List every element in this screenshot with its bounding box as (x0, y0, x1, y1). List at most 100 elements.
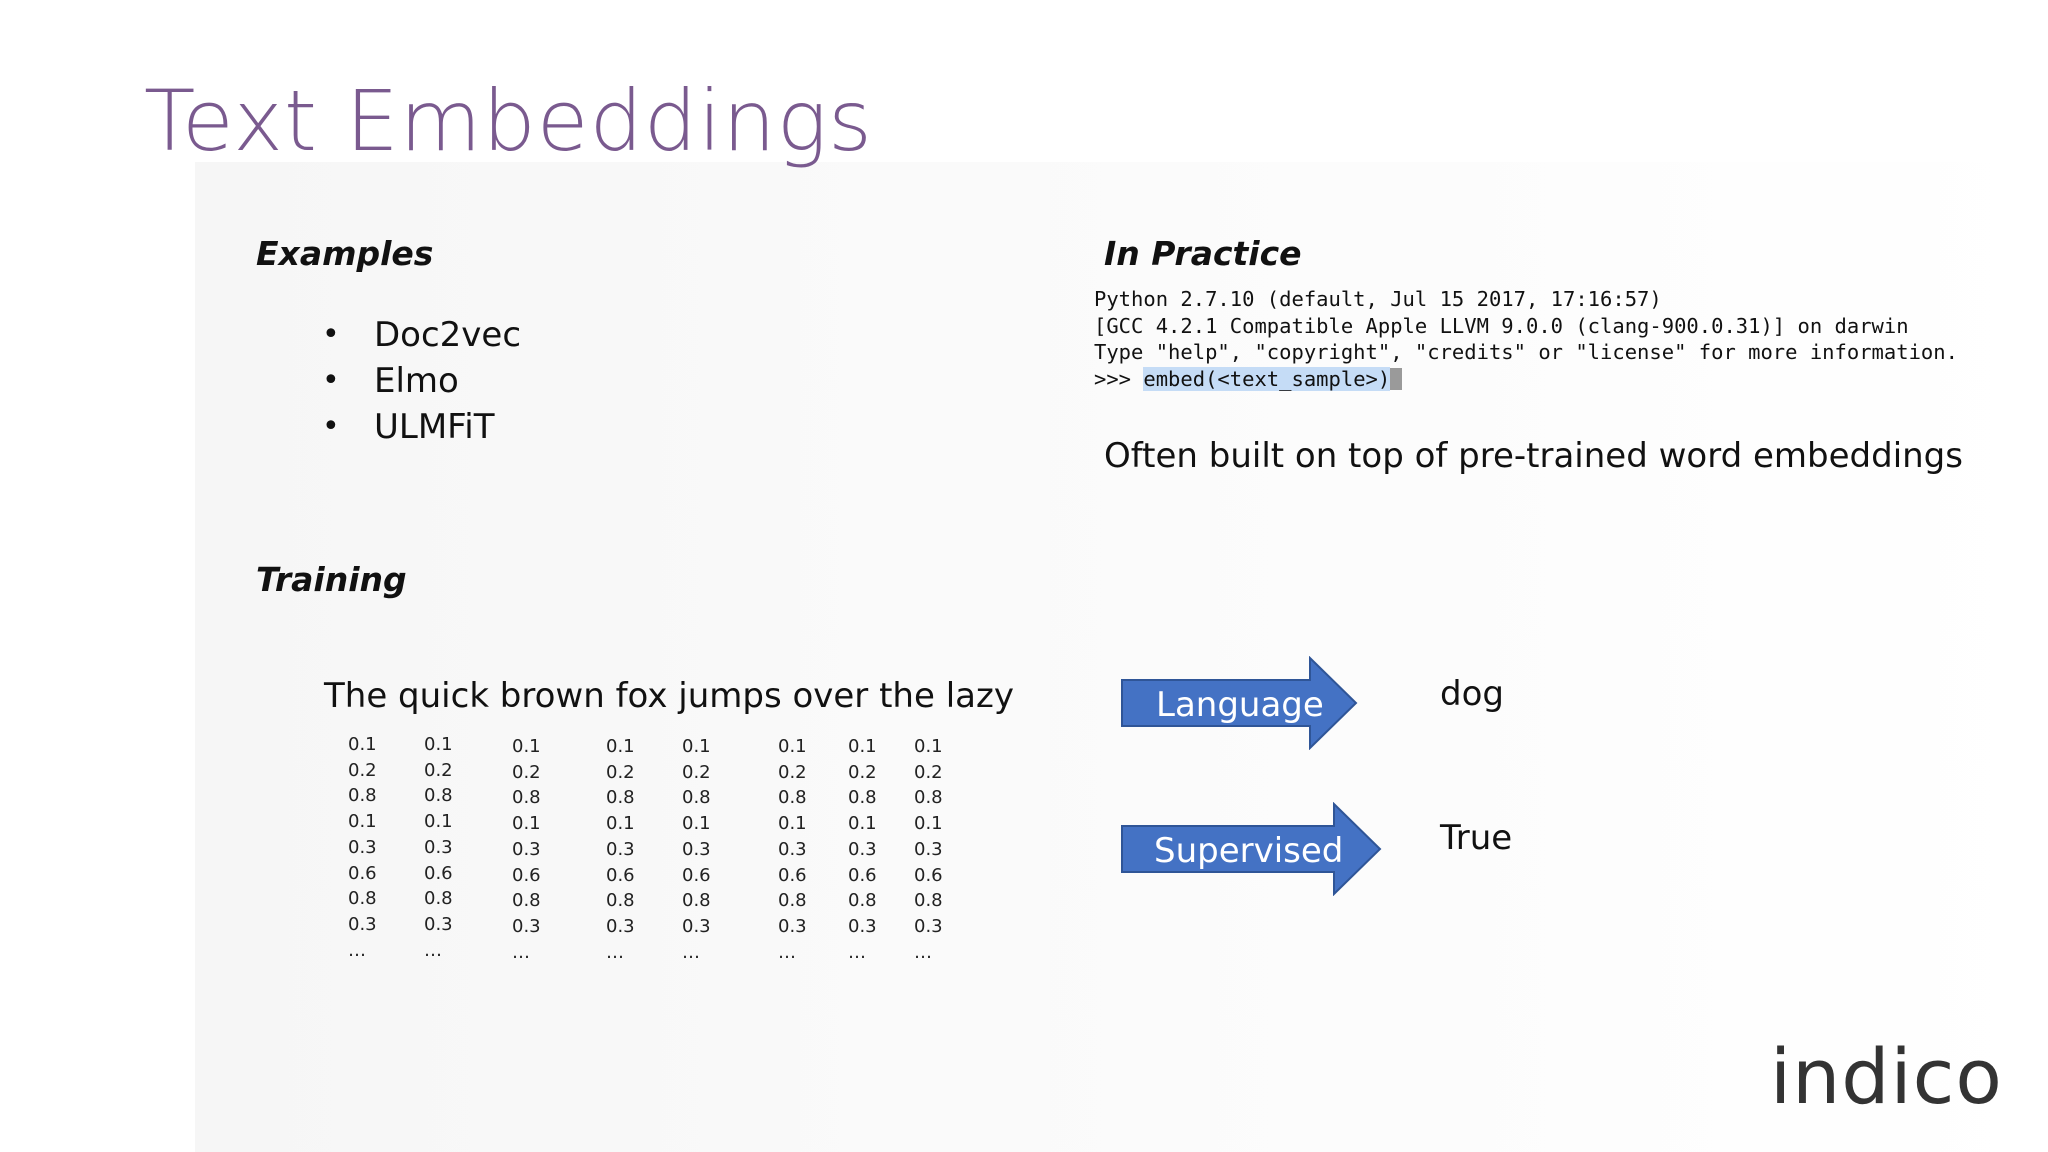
vector-value: 0.3 (512, 915, 541, 937)
arrow-label: Supervised (1154, 831, 1343, 871)
vector-value: 0.2 (424, 759, 453, 781)
vector-value: 0.8 (914, 890, 943, 912)
in-practice-heading: In Practice (1104, 234, 1302, 273)
vector-value: 0.6 (348, 862, 377, 884)
vector-value: 0.2 (348, 759, 377, 781)
vector-value: 0.3 (348, 836, 377, 858)
slide-title: Text Embeddings (144, 72, 873, 170)
arrow-output-text: dog (1440, 674, 1504, 714)
vector-value: 0.2 (778, 761, 807, 783)
vector-value: 0.8 (424, 888, 453, 910)
slide-background-panel (195, 162, 2048, 1152)
vector-value: 0.1 (512, 813, 541, 835)
arrow-label: Language (1156, 685, 1324, 725)
vector-value: 0.1 (682, 813, 711, 835)
vector-value: 0.3 (848, 915, 877, 937)
bullet-icon: • (322, 363, 340, 398)
vector-value: 0.8 (682, 787, 711, 809)
terminal-prompt: >>> (1094, 366, 1144, 391)
terminal-line: [GCC 4.2.1 Compatible Apple LLVM 9.0.0 (… (1094, 313, 1909, 338)
vector-value: 0.3 (512, 838, 541, 860)
vector-value: 0.8 (848, 787, 877, 809)
vector-value: … (348, 939, 366, 961)
vector-value: 0.2 (606, 761, 635, 783)
vector-column: 0.1 0.2 0.8 0.1 0.3 0.6 0.8 0.3 … (424, 732, 453, 963)
vector-value: 0.6 (512, 864, 541, 886)
vector-value: 0.6 (914, 864, 943, 886)
vector-value: 0.1 (606, 736, 635, 757)
vector-value: 0.3 (606, 838, 635, 860)
practice-note: Often built on top of pre-trained word e… (1104, 436, 1963, 476)
vector-value: … (914, 941, 932, 963)
vector-value: 0.3 (848, 838, 877, 860)
vector-column: 0.1 0.2 0.8 0.1 0.3 0.6 0.8 0.3 … (606, 734, 635, 965)
vector-value: 0.1 (512, 736, 541, 757)
arrow-output-text: True (1440, 818, 1513, 858)
vector-value: 0.3 (424, 913, 453, 935)
bullet-icon: • (322, 317, 340, 352)
vector-column: 0.1 0.2 0.8 0.1 0.3 0.6 0.8 0.3 … (778, 734, 807, 965)
vector-value: … (778, 941, 796, 963)
vector-value: 0.3 (682, 915, 711, 937)
vector-value: 0.1 (914, 813, 943, 835)
vector-value: 0.8 (778, 890, 807, 912)
terminal-line: Python 2.7.10 (default, Jul 15 2017, 17:… (1094, 287, 1662, 311)
terminal-snippet: Python 2.7.10 (default, Jul 15 2017, 17:… (1094, 286, 1958, 392)
vector-column: 0.1 0.2 0.8 0.1 0.3 0.6 0.8 0.3 … (682, 734, 711, 965)
vector-column: 0.1 0.2 0.8 0.1 0.3 0.6 0.8 0.3 … (848, 734, 877, 965)
vector-value: 0.1 (848, 813, 877, 835)
list-item: • Elmo (322, 358, 521, 404)
vector-value: 0.2 (512, 761, 541, 783)
vector-value: 0.8 (778, 787, 807, 809)
vector-value: 0.1 (348, 811, 377, 833)
terminal-prompt-line: >>> embed(<text_sample>) (1094, 366, 1958, 393)
vector-value: 0.1 (778, 813, 807, 835)
bullet-icon: • (322, 409, 340, 444)
vector-value: … (682, 941, 700, 963)
vector-value: 0.1 (606, 813, 635, 835)
example-label: Doc2vec (374, 315, 522, 355)
vector-value: 0.1 (778, 736, 807, 757)
terminal-command: embed(<text_sample>) (1143, 366, 1391, 391)
vector-value: 0.8 (424, 785, 453, 807)
vector-column: 0.1 0.2 0.8 0.1 0.3 0.6 0.8 0.3 … (348, 732, 377, 963)
arrow-shape (1121, 802, 1382, 896)
vector-value: 0.1 (424, 734, 453, 755)
vector-value: 0.3 (914, 915, 943, 937)
vector-value: 0.3 (348, 913, 377, 935)
vector-value: 0.3 (778, 915, 807, 937)
vector-value: 0.1 (848, 736, 877, 757)
vector-value: 0.8 (348, 888, 377, 910)
vector-value: 0.1 (682, 736, 711, 757)
list-item: • Doc2vec (322, 312, 521, 358)
vector-value: … (424, 939, 442, 961)
training-sentence: The quick brown fox jumps over the lazy (324, 676, 1014, 716)
vector-value: 0.8 (914, 787, 943, 809)
vector-value: 0.3 (682, 838, 711, 860)
examples-heading: Examples (256, 234, 434, 273)
vector-value: … (512, 941, 530, 963)
vector-column: 0.1 0.2 0.8 0.1 0.3 0.6 0.8 0.3 … (914, 734, 943, 965)
list-item: •ULMFiT (322, 404, 521, 450)
terminal-line: Type "help", "copyright", "credits" or "… (1094, 340, 1958, 364)
cursor-icon (1390, 367, 1403, 390)
vector-value: 0.3 (424, 836, 453, 858)
vector-value: 0.1 (914, 736, 943, 757)
vector-value: 0.2 (682, 761, 711, 783)
vector-value: 0.8 (606, 890, 635, 912)
vector-value: 0.3 (914, 838, 943, 860)
supervised-arrow: Supervised (1121, 802, 1382, 896)
vector-value: … (606, 941, 624, 963)
vector-value: 0.6 (682, 864, 711, 886)
vector-value: … (848, 941, 866, 963)
vector-value: 0.8 (512, 787, 541, 809)
vector-value: 0.3 (606, 915, 635, 937)
indico-logo: indico (1770, 1032, 2003, 1121)
example-label: Elmo (374, 361, 459, 401)
vector-value: 0.2 (848, 761, 877, 783)
vector-value: 0.6 (606, 864, 635, 886)
vector-value: 0.8 (682, 890, 711, 912)
vector-value: 0.8 (606, 787, 635, 809)
vector-value: 0.8 (512, 890, 541, 912)
vector-value: 0.8 (848, 890, 877, 912)
